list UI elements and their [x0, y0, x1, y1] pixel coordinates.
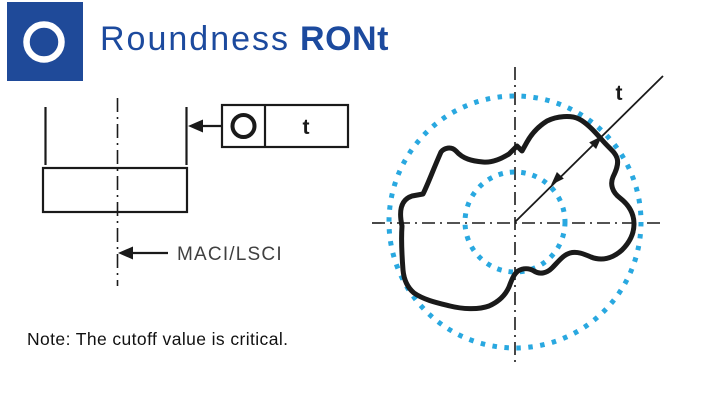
leader-arrow-head [188, 119, 203, 133]
tolerance-arrow-line [514, 75, 664, 223]
part-drawing: t MACI/LSCI [41, 98, 350, 286]
roundness-plot: t [372, 67, 664, 365]
title-text: Roundness [100, 20, 291, 58]
tolerance-arrow-head-inner [551, 172, 564, 185]
title-abbreviation: RONt [300, 20, 389, 58]
tolerance-label: t [616, 82, 623, 105]
note-text: Note: The cutoff value is critical. [27, 329, 289, 349]
inner-tolerance-circle [462, 169, 568, 275]
maci-lsci-arrow-head [118, 246, 133, 260]
actual-profile [398, 114, 637, 312]
roundness-icon-glyph [23, 21, 65, 63]
roundness-symbol-icon [230, 113, 257, 139]
part-section-rect [41, 166, 189, 214]
tolerance-arrow-head-outer [589, 136, 602, 149]
outer-tolerance-circle [386, 93, 644, 351]
roundness-circle-icon [7, 2, 83, 81]
tolerance-value: t [303, 116, 310, 139]
maci-lsci-label: MACI/LSCI [177, 244, 283, 265]
feature-control-frame [220, 103, 350, 149]
